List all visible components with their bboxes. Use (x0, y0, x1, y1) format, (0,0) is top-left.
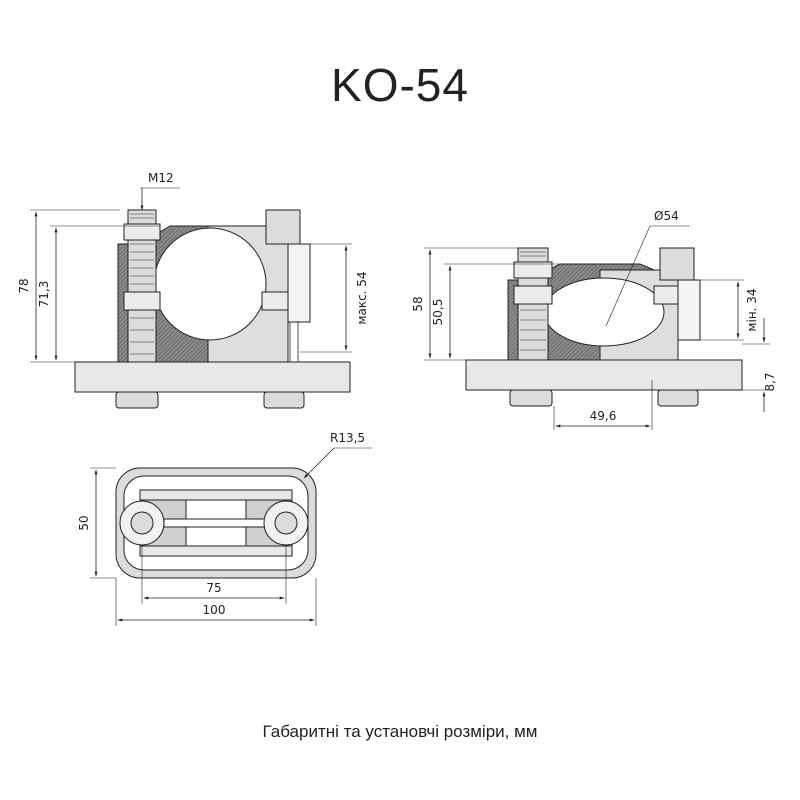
front-view-left: 78 71,3 макс. 54 M12 (17, 171, 369, 409)
dim-50-5: 50,5 (431, 299, 445, 326)
dim-max-54: макс. 54 (355, 271, 369, 324)
dim-r13-5: R13,5 (330, 431, 365, 445)
front-view-right: 58 50,5 мін. 34 8,7 49,6 Ø54 (411, 209, 777, 430)
nut-bottom-right (263, 391, 305, 409)
dim-8-7: 8,7 (763, 372, 777, 391)
pipe-cutout (153, 227, 267, 341)
page-title: KO-54 (331, 59, 469, 111)
dim-m12: M12 (148, 171, 174, 185)
nut-bottom-left (115, 391, 159, 409)
dim-d54: Ø54 (654, 209, 679, 223)
dim-50: 50 (77, 515, 91, 530)
bolt-right (265, 209, 301, 245)
base-plate-right (465, 359, 743, 391)
dim-71-3: 71,3 (37, 281, 51, 308)
pipe-cutout-right (543, 277, 665, 347)
dim-100: 100 (203, 603, 226, 617)
base-plate (74, 361, 351, 393)
caption: Габаритні та установчі розміри, мм (262, 722, 538, 741)
dim-78: 78 (17, 278, 31, 293)
dim-49-6: 49,6 (590, 409, 617, 423)
dim-58: 58 (411, 296, 425, 311)
dim-75: 75 (206, 581, 221, 595)
dim-min-34: мін. 34 (745, 288, 759, 331)
top-view: 50 75 100 R13,5 (77, 431, 372, 626)
